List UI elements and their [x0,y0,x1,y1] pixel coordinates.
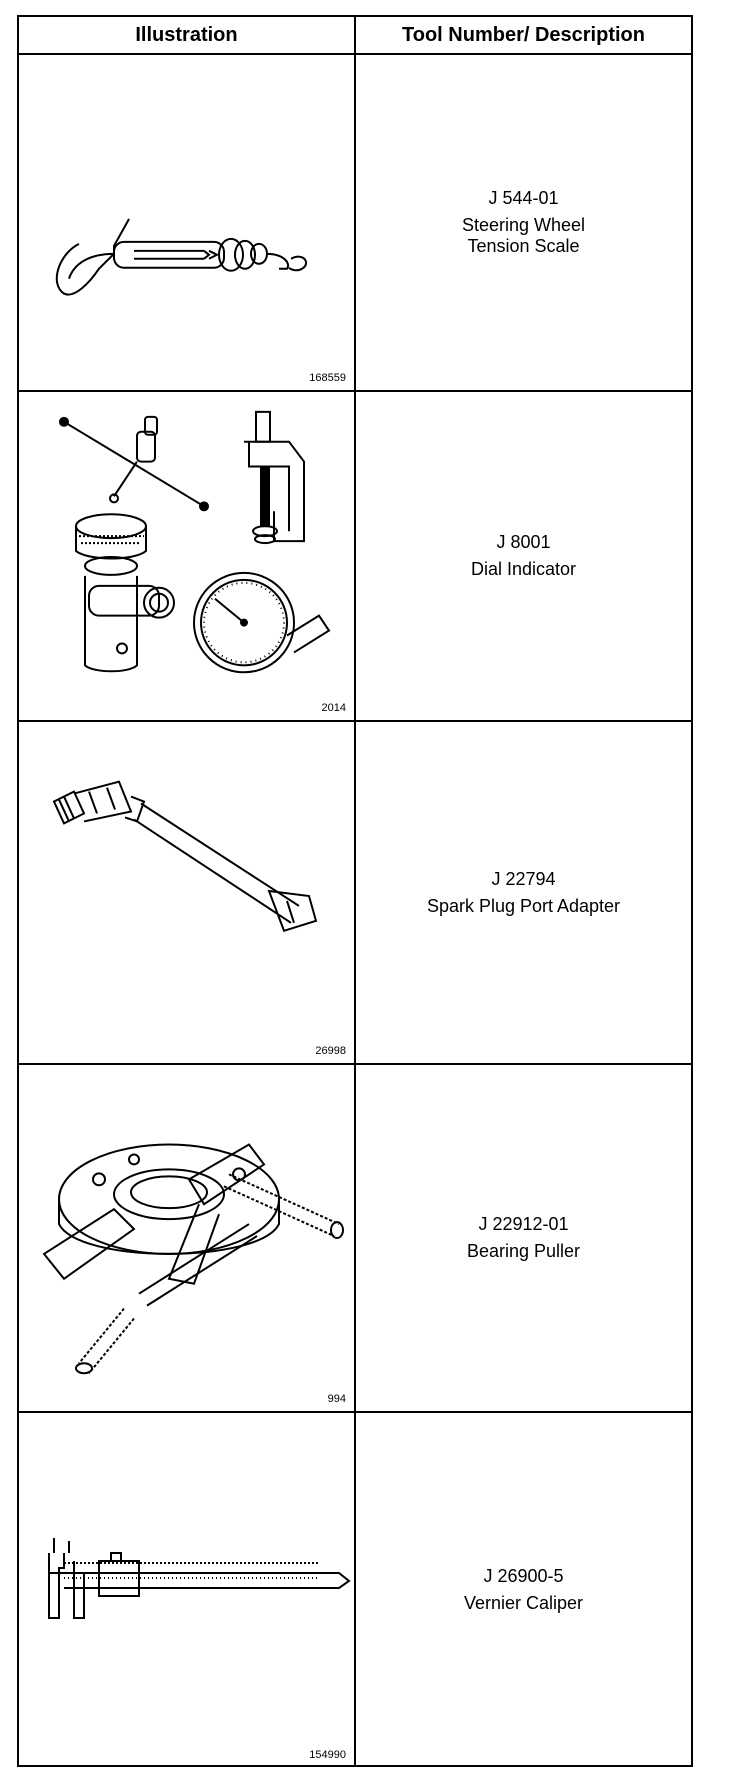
description-cell: J 544-01 Steering Wheel Tension Scale [356,55,691,390]
table-header: Illustration Tool Number/ Description [19,17,691,55]
tool-number: J 8001 [496,532,551,552]
illustration-cell: 2014 [19,392,354,720]
tool-number: J 22794 [491,868,556,889]
table-row: 994 J 22912-01 Bearing Puller [19,1065,691,1413]
table-row: 26998 J 22794 Spark Plug Port Adapter [19,722,691,1065]
table-row: 2014 J 8001 Dial Indicator [19,392,691,722]
illustration-cell: 26998 [19,722,354,1063]
description-cell: J 8001 Dial Indicator [356,392,691,720]
tool-number: J 26900-5 [483,1566,564,1586]
illustration-header: Illustration [135,24,238,46]
figure-number: 2014 [321,702,346,714]
tool-description: Steering Wheel Tension Scale [461,215,586,256]
description-cell: J 22794 Spark Plug Port Adapter [356,722,691,1063]
description-cell: J 22912-01 Bearing Puller [356,1065,691,1411]
figure-number: 994 [327,1393,346,1405]
illustration-cell: 994 [19,1065,354,1411]
description-header: Tool Number/ Description [402,24,645,46]
tension-scale-icon [19,55,354,390]
tool-description: Dial Indicator [470,559,577,579]
figure-number: 168559 [309,372,346,384]
illustration-cell: 168559 [19,55,354,390]
figure-number: 26998 [315,1045,346,1057]
table-row: 168559 J 544-01 Steering Wheel Tension S… [19,55,691,392]
spark-plug-adapter-icon [19,722,354,1063]
dial-indicator-icon [19,392,354,720]
tool-description: Vernier Caliper [463,1593,584,1613]
illustration-cell: 154990 [19,1413,354,1767]
column-divider [354,17,356,1765]
bearing-puller-icon [19,1065,354,1411]
figure-number: 154990 [309,1749,346,1761]
tool-number: J 544-01 [488,188,559,208]
tools-table: Illustration Tool Number/ Description 16… [17,15,693,1767]
vernier-caliper-icon [19,1413,354,1767]
tool-description: Bearing Puller [466,1241,581,1261]
tool-number: J 22912-01 [478,1214,569,1234]
table-row: 154990 J 26900-5 Vernier Caliper [19,1413,691,1767]
tool-description: Spark Plug Port Adapter [426,895,621,916]
description-cell: J 26900-5 Vernier Caliper [356,1413,691,1767]
